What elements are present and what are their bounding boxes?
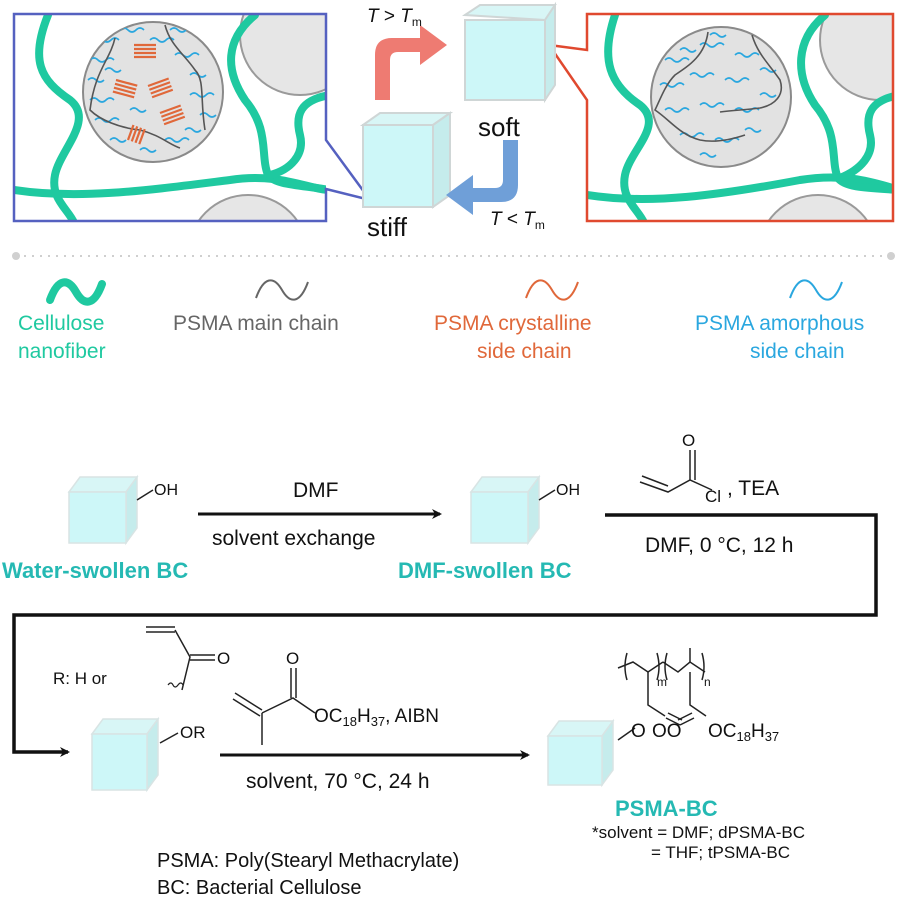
psma-bc-label: PSMA-BC [615, 796, 718, 821]
stiff-zoom-panel [12, 12, 374, 223]
acryloyl-chloride-structure: O Cl , TEA [639, 431, 779, 506]
soft-cube [461, 1, 557, 104]
bc-or: OR [90, 716, 206, 793]
svg-text:BC: Bacterial Cellulose: BC: Bacterial Cellulose [157, 877, 362, 899]
svg-text:Cellulose: Cellulose [18, 312, 104, 335]
svg-text:O: O [631, 721, 646, 742]
step2-connector-arrow: DMF, 0 °C, 12 h [12, 513, 878, 757]
svg-text:T < Tm: T < Tm [490, 209, 545, 232]
svg-text:OH: OH [154, 482, 178, 499]
solvent-note: = THF; tPSMA-BC [651, 843, 790, 862]
svg-text:R: H or: R: H or [53, 669, 107, 688]
dmf-swollen-bc: OH DMF-swollen BC [398, 474, 580, 583]
solvent-note: *solvent = DMF; dPSMA-BC [592, 823, 805, 842]
svg-text:OC18H37, AIBN: OC18H37, AIBN [314, 706, 439, 729]
crystalline-lamellae [112, 43, 186, 145]
svg-text:PSMA: Poly(Stearyl Methacrylat: PSMA: Poly(Stearyl Methacrylate) [157, 850, 459, 872]
amorphous-wave-icon [789, 279, 843, 301]
stiff-label: stiff [367, 212, 408, 242]
legend-item-crystalline: PSMA crystalline side chain [434, 279, 592, 363]
cooling-condition: T < Tm [490, 209, 545, 232]
abbreviations: PSMA: Poly(Stearyl Methacrylate) BC: Bac… [157, 850, 459, 899]
svg-text:solvent, 70 °C, 24 h: solvent, 70 °C, 24 h [246, 770, 430, 793]
water-swollen-bc: OH Water-swollen BC [2, 474, 188, 583]
cellulose-wave-icon [46, 278, 106, 306]
svg-text:OO: OO [652, 721, 682, 742]
particle [197, 194, 299, 221]
svg-text:DMF, 0 °C, 12 h: DMF, 0 °C, 12 h [645, 534, 793, 557]
soft-zoom-panel [546, 12, 895, 223]
legend: Cellulose nanofiber PSMA main chain PSMA… [18, 278, 864, 363]
crystalline-wave-icon [525, 279, 579, 301]
polymer-backbone [617, 648, 707, 741]
main-chains-stiff [89, 24, 206, 149]
wavy-bond-icon [167, 682, 184, 688]
main-chains-soft [653, 31, 782, 142]
svg-text:n: n [704, 675, 711, 689]
particle [767, 194, 869, 221]
svg-text:nanofiber: nanofiber [18, 340, 106, 363]
main-chain-wave-icon [255, 279, 309, 301]
legend-item-amorphous: PSMA amorphous side chain [695, 279, 864, 363]
r-group-definition: R: H or O [53, 626, 230, 691]
stiff-panel-frame [12, 12, 374, 223]
dotted-divider [12, 252, 895, 260]
svg-text:, TEA: , TEA [727, 477, 779, 500]
cellulose-fibers [14, 14, 326, 221]
heating-condition: T > Tm [367, 6, 422, 29]
svg-text:OR: OR [180, 723, 206, 742]
svg-text:O: O [217, 649, 230, 668]
step1-arrow: DMF solvent exchange [198, 479, 442, 550]
stearyl-methacrylate-structure: O OC18H37, AIBN [232, 649, 439, 745]
amorphous-side-chains-stiff [87, 27, 217, 153]
legend-item-cellulose: Cellulose nanofiber [18, 278, 106, 363]
soft-label: soft [478, 112, 521, 142]
psma-bc-product: O m n OO OC18H37 PSMA-BC *solvent = DMF;… [546, 648, 805, 862]
svg-text:Cl: Cl [705, 487, 721, 506]
dmf-swollen-bc-label: DMF-swollen BC [398, 558, 572, 583]
step3-arrow: solvent, 70 °C, 24 h [220, 750, 530, 793]
svg-text:O: O [286, 649, 299, 668]
svg-text:T > Tm: T > Tm [367, 6, 422, 29]
svg-text:O: O [682, 431, 695, 450]
svg-text:PSMA crystalline: PSMA crystalline [434, 312, 592, 335]
svg-text:DMF: DMF [293, 479, 339, 502]
legend-item-main-chain: PSMA main chain [173, 279, 339, 335]
svg-text:side chain: side chain [477, 340, 572, 363]
svg-text:PSMA amorphous: PSMA amorphous [695, 312, 864, 335]
svg-text:solvent exchange: solvent exchange [212, 527, 375, 550]
cooling-arrow-icon [446, 140, 518, 215]
svg-text:OC18H37: OC18H37 [708, 721, 779, 744]
stiff-cube [359, 111, 454, 209]
svg-text:side chain: side chain [750, 340, 845, 363]
svg-text:OH: OH [556, 482, 580, 499]
water-swollen-bc-label: Water-swollen BC [2, 558, 188, 583]
svg-text:PSMA main chain: PSMA main chain [173, 312, 339, 335]
svg-text:m: m [657, 675, 667, 689]
cellulose-fibers [587, 14, 893, 221]
heating-arrow-icon [375, 25, 447, 100]
soft-panel-frame [546, 12, 895, 223]
